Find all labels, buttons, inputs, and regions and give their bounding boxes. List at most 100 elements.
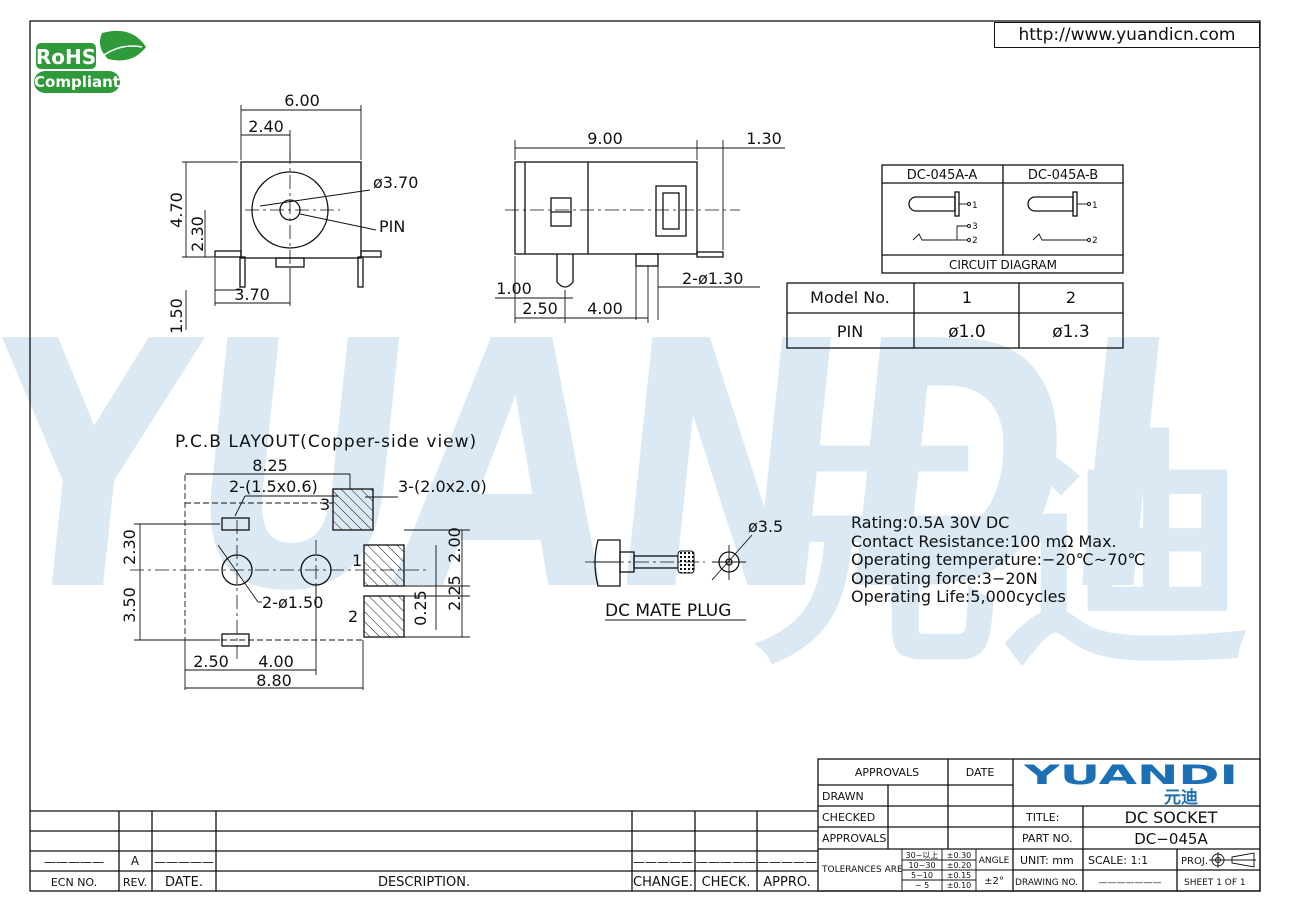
- pcb-slot-label: 2-(1.5x0.6): [229, 477, 318, 496]
- tb-tol-value-4: ±0.10: [947, 881, 972, 890]
- tb-logo-cn: 元迪: [1164, 787, 1198, 808]
- dim-side-tab: 1.30: [746, 129, 782, 148]
- dim-front-height: 4.70: [167, 192, 186, 228]
- projection-symbol-icon: [1209, 852, 1256, 868]
- spec-force: Operating force:3−20N: [851, 569, 1038, 588]
- rev-date-value: —————: [154, 855, 214, 869]
- rev-description-header: DESCRIPTION.: [378, 875, 470, 890]
- rev-value: A: [131, 854, 140, 868]
- pcb-pad-1: [363, 544, 405, 587]
- pcb-slot-bottom: [221, 633, 250, 647]
- dim-pcb-200: 2.00: [445, 527, 464, 563]
- front-pin-label: PIN: [379, 217, 405, 236]
- tb-part-label: PART NO.: [1022, 832, 1072, 845]
- pcb-slot-top: [221, 517, 250, 531]
- side-body: [514, 161, 698, 255]
- tb-tol-range-2: 10~30: [908, 861, 935, 870]
- pcb-title: P.C.B LAYOUT(Copper-side view): [175, 432, 477, 452]
- rohs-line1: RoHS: [36, 45, 96, 69]
- rev-appro-value: —————: [757, 855, 817, 869]
- tb-tol-value-3: ±0.15: [947, 871, 972, 880]
- tb-proj: PROJ.: [1181, 856, 1208, 867]
- model-1: 1: [962, 288, 972, 307]
- dc-mate-plug: ø3.5 DC MATE PLUG: [585, 517, 783, 621]
- rev-check-header: CHECK.: [702, 875, 751, 890]
- rohs-line2: Compliant: [34, 73, 120, 91]
- dim-pcb-880: 8.80: [256, 671, 292, 690]
- tb-title-label: TITLE:: [1025, 811, 1059, 824]
- model-table: Model No. 1 2 PIN ø1.0 ø1.3: [786, 282, 1124, 349]
- circuit-caption: CIRCUIT DIAGRAM: [949, 258, 1057, 272]
- dim-front-pin-height: 1.50: [167, 298, 186, 334]
- tb-drawing-label: DRAWING NO.: [1015, 878, 1078, 888]
- plug-dim: ø3.5: [748, 517, 783, 536]
- tb-title-value: DC SOCKET: [1125, 808, 1218, 827]
- tb-approvals-row: APPROVALS: [822, 832, 886, 845]
- rev-appro-header: APPRO.: [763, 875, 810, 890]
- model-2-pin: ø1.3: [1052, 322, 1089, 342]
- rohs-logo: RoHS Compliant: [34, 30, 146, 93]
- tb-angle-value: ±2°: [984, 876, 1004, 887]
- url-box: http://www.yuandicn.com: [994, 22, 1260, 48]
- circuit-col-b: DC-045A-B: [1028, 168, 1098, 183]
- dim-pcb-400: 4.00: [258, 652, 294, 671]
- watermark-latin: YUANDI: [0, 271, 1192, 666]
- rev-change-header: CHANGE.: [633, 875, 693, 890]
- dim-side-pins: 2-ø1.30: [682, 269, 743, 288]
- tb-tol-value-2: ±0.20: [947, 861, 972, 870]
- dim-pcb-825: 8.25: [252, 456, 288, 475]
- tb-unit: UNIT: mm: [1020, 854, 1074, 867]
- dim-side-pin2: 4.00: [587, 299, 623, 318]
- rev-change-value: —————: [633, 855, 693, 869]
- tb-drawing-value: ———————: [1099, 878, 1162, 888]
- dim-front-center: 2.40: [248, 117, 284, 136]
- pcb-pad-3-num: 3: [320, 495, 330, 514]
- model-2: 2: [1066, 288, 1076, 307]
- circuit-col-a: DC-045A-A: [907, 168, 978, 183]
- pcb-pad-2-num: 2: [348, 607, 358, 626]
- rev-date-header: DATE.: [165, 875, 203, 890]
- dim-front-width: 6.00: [284, 91, 320, 110]
- tb-tol-range-3: 5~10: [911, 871, 933, 880]
- spec-temperature: Operating temperature:−20℃~70℃: [851, 550, 1146, 569]
- dim-front-pin-x: 3.70: [234, 285, 270, 304]
- pcb-pad-2: [363, 595, 405, 638]
- circuit-b-pin2: 2: [1092, 236, 1098, 246]
- tb-tolerances: TOLERANCES ARE: [821, 865, 903, 875]
- dim-pcb-025: 0.25: [411, 590, 430, 626]
- tb-logo: YUANDI: [1022, 760, 1238, 791]
- dim-side-length: 9.00: [587, 129, 623, 148]
- dim-pcb-350: 3.50: [120, 587, 139, 623]
- tb-checked: CHECKED: [822, 811, 875, 824]
- watermark-chinese: 元迪: [750, 408, 1250, 699]
- tb-tol-range-1: 30~以上: [906, 851, 939, 860]
- website-url: http://www.yuandicn.com: [1018, 25, 1236, 45]
- dim-front-center-height: 2.30: [188, 216, 207, 252]
- title-block: APPROVALS DATE DRAWN CHECKED APPROVALS T…: [817, 758, 1261, 892]
- specs: Rating:0.5A 30V DC Contact Resistance:10…: [851, 513, 1146, 606]
- tb-drawn: DRAWN: [822, 790, 864, 803]
- tb-part-value: DC−045A: [1134, 830, 1208, 848]
- pcb-layout: P.C.B LAYOUT(Copper-side view) 3 1 2 8.2…: [120, 432, 487, 690]
- spec-rating: Rating:0.5A 30V DC: [851, 513, 1009, 532]
- rev-ecn-header: ECN NO.: [51, 876, 97, 889]
- revision-table: ————— A ————— ————— ————— ————— ECN NO. …: [30, 810, 818, 891]
- tb-angle: ANGLE: [979, 856, 1010, 866]
- model-1-pin: ø1.0: [948, 322, 985, 342]
- dim-pcb-225: 2.25: [445, 575, 464, 611]
- watermark: YUANDI 元迪: [0, 271, 1250, 699]
- model-header: Model No.: [810, 288, 890, 307]
- circuit-a-pin1: 1: [972, 201, 978, 211]
- model-row-pin: PIN: [837, 322, 863, 341]
- rev-rev-header: REV.: [123, 876, 147, 889]
- side-view: 9.00 1.30 2-ø1.30 1.00 2.50 4.00: [495, 129, 785, 323]
- tb-scale: SCALE: 1:1: [1088, 854, 1148, 867]
- dim-side-pin1: 2.50: [522, 299, 558, 318]
- front-view: 6.00 2.40 4.70 2.30 1.50 3.70 ø3.70 PIN: [167, 91, 418, 334]
- dim-side-offset: 1.00: [496, 279, 532, 298]
- spec-resistance: Contact Resistance:100 mΩ Max.: [851, 532, 1117, 551]
- tb-tol-range-4: ~ 5: [915, 881, 929, 890]
- spec-life: Operating Life:5,000cycles: [851, 587, 1066, 606]
- pcb-pad-1-num: 1: [352, 551, 362, 570]
